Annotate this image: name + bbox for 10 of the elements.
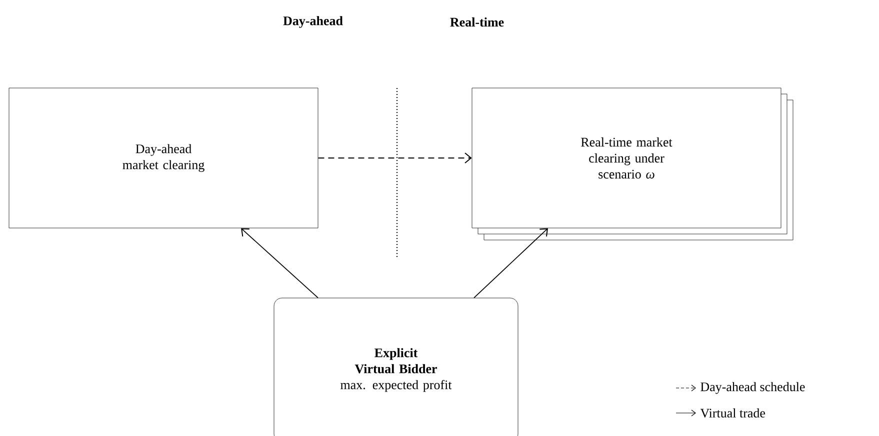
legend-item: Virtual trade (676, 408, 766, 418)
stacked-box: Real-time market clearing under scenario ω (472, 88, 794, 240)
arrow (474, 228, 548, 298)
column-heading: Real-time (450, 17, 504, 27)
column-heading: Day-ahead (283, 16, 343, 28)
legend-item: Day-ahead schedule (676, 382, 805, 394)
arrow (241, 228, 318, 298)
bidder-box: Explicit Virtual Bidder max. expected profit (274, 298, 518, 436)
process-box: Day-ahead market clearing (8, 88, 318, 228)
arrow (318, 152, 472, 164)
